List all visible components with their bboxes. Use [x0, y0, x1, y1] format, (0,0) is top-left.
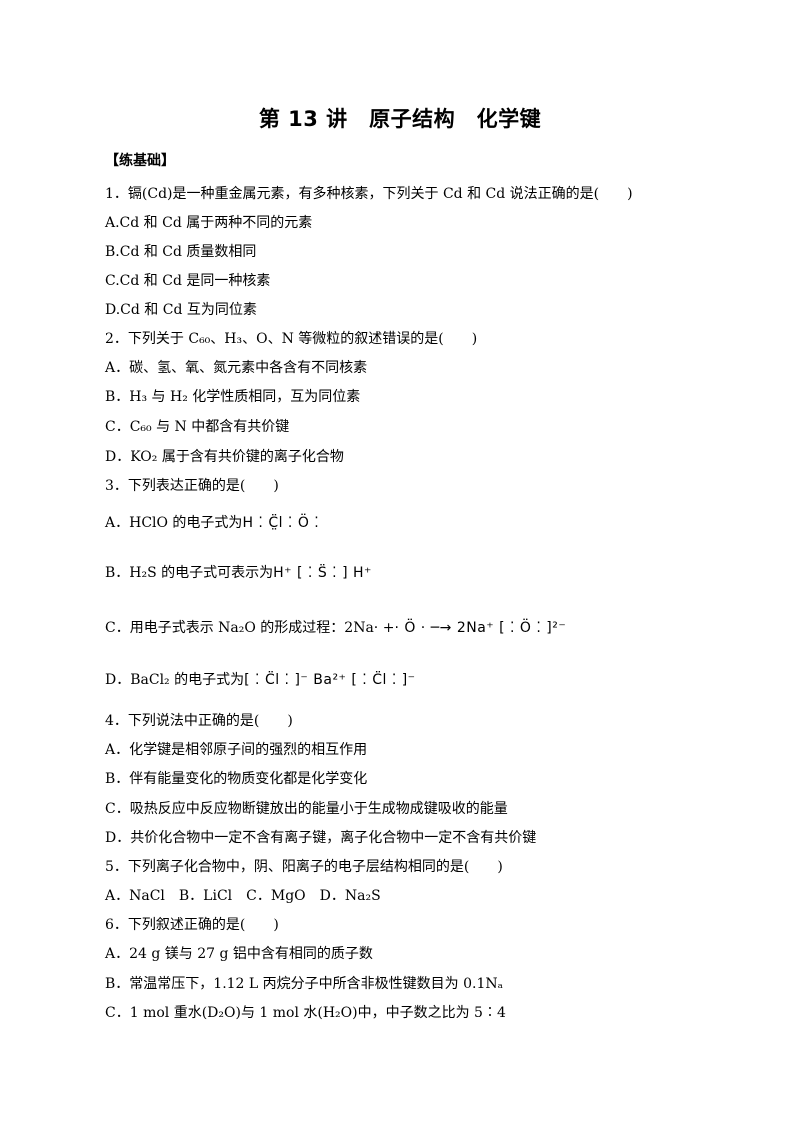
q1-option-c: C.Cd 和 Cd 是同一种核素 — [105, 273, 271, 289]
question-4: 4．下列说法中正确的是( ) — [105, 713, 293, 729]
q4-option-d: D．共价化合物中一定不含有离子键，离子化合物中一定不含有共价键 — [105, 830, 537, 846]
q1-option-a: A.Cd 和 Cd 属于两种不同的元素 — [105, 215, 313, 231]
q5-options: A．NaCl B．LiCl C．MgO D．Na₂S — [105, 888, 381, 904]
q6-option-a: A．24 g 镁与 27 g 铝中含有相同的质子数 — [105, 946, 373, 962]
q3-option-a-text: A．HClO 的电子式为 — [105, 515, 243, 531]
q2-option-d: D．KO₂ 属于含有共价键的离子化合物 — [105, 449, 344, 465]
q6-option-c: C．1 mol 重水(D₂O)与 1 mol 水(H₂O)中，中子数之比为 5∶… — [105, 1005, 506, 1021]
electron-formula-h2s: H⁺ [ ⁚ S̈ ⁚ ] H⁺ — [273, 565, 372, 581]
q2-option-a: A．碳、氢、氧、氮元素中各含有不同核素 — [105, 360, 368, 376]
electron-formula-na2o: · Ö · ─→ 2Na⁺ [ ⁚ Ö ⁚ ]²⁻ — [394, 620, 567, 636]
q4-option-c: C．吸热反应中反应物断键放出的能量小于生成物成键吸收的能量 — [105, 801, 508, 817]
q1-option-d: D.Cd 和 Cd 互为同位素 — [105, 302, 257, 318]
q3-option-b: B．H₂S 的电子式可表示为H⁺ [ ⁚ S̈ ⁚ ] H⁺ — [105, 558, 372, 588]
electron-formula-hclo: H ⁚ C̤̈l ⁚ Ö ⁚ — [242, 515, 320, 531]
q4-option-b: B．伴有能量变化的物质变化都是化学变化 — [105, 771, 368, 787]
q4-option-a: A．化学键是相邻原子间的强烈的相互作用 — [105, 742, 368, 758]
q3-option-d-text: D．BaCl₂ 的电子式为 — [105, 672, 245, 688]
question-1: 1．镉(Cd)是一种重金属元素，有多种核素，下列关于 Cd 和 Cd 说法正确的… — [105, 186, 633, 202]
q3-option-c: C．用电子式表示 Na₂O 的形成过程：2Na· +· Ö · ─→ 2Na⁺ … — [105, 613, 566, 643]
q1-option-b: B.Cd 和 Cd 质量数相同 — [105, 244, 257, 260]
q3-option-c-text: C．用电子式表示 Na₂O 的形成过程：2Na· + — [105, 620, 395, 636]
q6-option-b: B．常温常压下，1.12 L 丙烷分子中所含非极性键数目为 0.1Nₐ — [105, 976, 504, 992]
q2-option-b: B．H₃ 与 H₂ 化学性质相同，互为同位素 — [105, 389, 361, 405]
question-2: 2．下列关于 C₆₀、H₃、O、N 等微粒的叙述错误的是( ) — [105, 331, 478, 347]
electron-formula-bacl2: [ ⁚ C̈l ⁚ ]⁻ Ba²⁺ [ ⁚ C̈l ⁚ ]⁻ — [244, 672, 416, 688]
question-6: 6．下列叙述正确的是( ) — [105, 917, 279, 933]
question-3: 3．下列表达正确的是( ) — [105, 478, 279, 494]
q3-option-b-text: B．H₂S 的电子式可表示为 — [105, 565, 274, 581]
question-5: 5．下列离子化合物中，阴、阳离子的电子层结构相同的是( ) — [105, 859, 503, 875]
page-title: 第 13 讲 原子结构 化学键 — [258, 107, 542, 131]
q3-option-d: D．BaCl₂ 的电子式为[ ⁚ C̈l ⁚ ]⁻ Ba²⁺ [ ⁚ C̈l ⁚… — [105, 665, 416, 695]
section-heading: 【练基础】 — [105, 153, 175, 169]
q2-option-c: C．C₆₀ 与 N 中都含有共价键 — [105, 419, 290, 435]
q3-option-a: A．HClO 的电子式为H ⁚ C̤̈l ⁚ Ö ⁚ — [105, 508, 319, 538]
